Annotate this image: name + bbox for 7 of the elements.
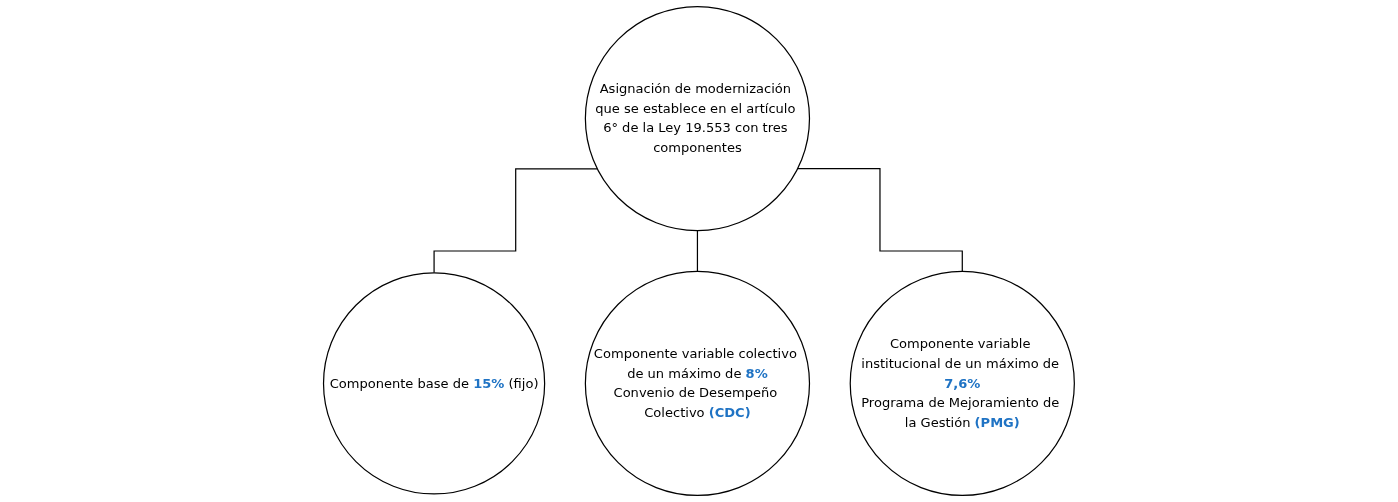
node-circle: Componente variable institucional de un máximo de 7,6% Programa de Mejoramiento de la Gestión (PMG) (849, 270, 1075, 497)
node-circle: Componente variable colectivo de un máximo de 8% Convenio de Desempeño Colectivo (CDC) (584, 270, 811, 497)
connector (696, 230, 699, 272)
connector (433, 168, 598, 274)
connector (797, 168, 963, 272)
node-circle: Componente base de 15% (fijo) (322, 272, 546, 495)
node-circle: Asignación de modernización que se establece en el artículo 6° de la Ley 19.553 con tres componentes (584, 5, 811, 232)
